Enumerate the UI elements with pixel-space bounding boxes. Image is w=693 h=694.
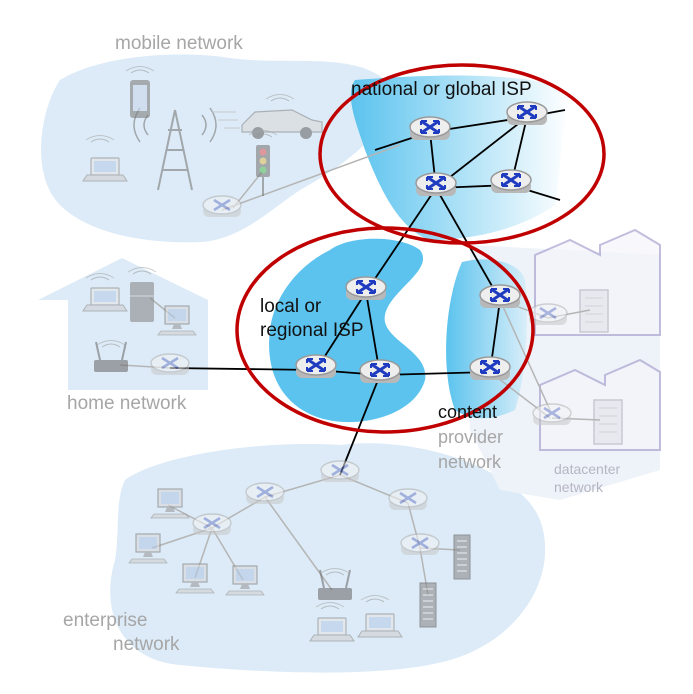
router-icon	[531, 402, 573, 427]
router-icon	[399, 532, 441, 557]
content-provider-label-line1: content	[438, 402, 498, 422]
national-isp-label: national or global ISP	[351, 79, 532, 100]
router-icon	[468, 355, 512, 382]
local-isp-label-line1: local or	[260, 296, 322, 317]
router-icon	[244, 481, 286, 506]
datacenter-label-line1: datacenter	[554, 461, 621, 477]
router-icon	[408, 115, 452, 142]
router-icon	[387, 487, 429, 512]
router-icon	[344, 275, 388, 302]
datacenter-label-line2: network	[554, 479, 604, 495]
router-icon	[358, 358, 402, 385]
router-icon	[149, 352, 191, 377]
refrigerator-icon	[130, 282, 154, 322]
router-icon	[527, 302, 569, 327]
traffic-light-icon	[256, 145, 270, 196]
enterprise-label-line1: enterprise	[63, 610, 148, 631]
wifi-access-point-icon	[318, 569, 352, 600]
router-icon	[294, 353, 338, 380]
router-icon	[201, 194, 243, 219]
smartphone-icon	[130, 80, 150, 118]
enterprise-label-line2: network	[113, 634, 180, 655]
server-rack-icon	[419, 582, 437, 628]
datacenter-building-icon	[534, 228, 661, 451]
cell-tower-icon	[133, 107, 217, 191]
content-provider-label-line3: network	[438, 452, 502, 472]
router-icon	[505, 100, 549, 127]
router-icon	[191, 512, 233, 537]
router-icon	[478, 283, 522, 310]
mobile-network-label: mobile network	[115, 33, 243, 54]
router-icon	[414, 171, 458, 198]
wifi-access-point-icon	[94, 341, 128, 372]
router-icon	[319, 459, 361, 484]
home-network-label: home network	[67, 393, 187, 414]
server-rack-icon	[453, 534, 471, 580]
local-isp-highlight-ring	[235, 226, 535, 434]
router-icon	[489, 168, 533, 195]
content-provider-label-line2: provider	[438, 427, 504, 447]
local-isp-label-line2: regional ISP	[260, 320, 364, 341]
mobile-network-region	[41, 54, 392, 243]
